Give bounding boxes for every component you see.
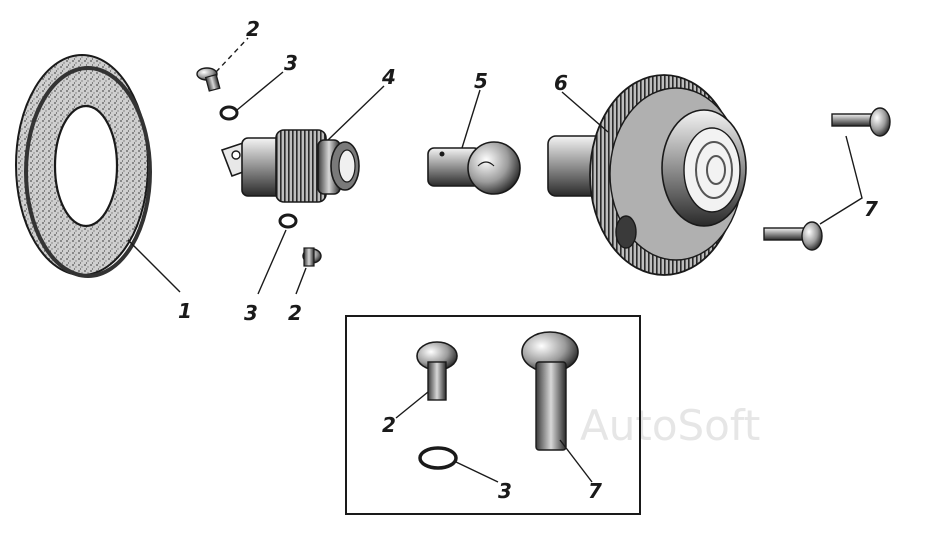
inset-detail-box: 2 3 7 [345, 315, 641, 515]
leader-housing [561, 91, 609, 133]
callout-housing: 6 [554, 71, 568, 95]
long-screw-upper [831, 107, 891, 137]
lock-washer-top [219, 105, 239, 121]
callout-bulb: 5 [474, 69, 488, 93]
callout-washer-top: 3 [284, 51, 298, 75]
gasket-ring [15, 54, 152, 278]
callout-gasket: 1 [178, 299, 192, 323]
inset-lock-washer [418, 446, 458, 470]
light-bulb [427, 141, 521, 195]
callout-screw-bottom: 2 [288, 301, 302, 325]
leader-inset-washer [455, 461, 499, 483]
watermark: AutoSoft [580, 401, 760, 450]
callout-socket: 4 [381, 65, 396, 89]
leader-socket [327, 85, 385, 141]
leader-screw-bottom [295, 267, 307, 295]
callout-screw-top: 2 [246, 17, 260, 41]
bulb-socket [220, 129, 360, 203]
small-screw-bottom [302, 247, 322, 267]
leader-inset-long-screw [559, 439, 593, 483]
callout-washer-bottom: 3 [244, 301, 258, 325]
leader-long-screws [819, 135, 863, 225]
leader-washer-top [236, 71, 284, 111]
leader-gasket [127, 239, 181, 293]
leader-screw-top [215, 37, 249, 73]
callout-inset-screw: 2 [382, 413, 396, 437]
lock-washer-bottom [278, 213, 298, 229]
long-screw-lower [763, 221, 823, 251]
leader-bulb [461, 89, 481, 149]
leader-inset-screw [395, 391, 429, 419]
callout-inset-long-screw: 7 [588, 479, 602, 503]
callout-long-screws: 7 [864, 197, 878, 221]
small-screw-top [196, 67, 221, 92]
callout-inset-washer: 3 [498, 479, 512, 503]
inset-small-screw [416, 341, 458, 401]
leader-washer-bottom [257, 229, 287, 295]
inset-long-screw [521, 331, 579, 451]
lens-housing [547, 74, 747, 276]
